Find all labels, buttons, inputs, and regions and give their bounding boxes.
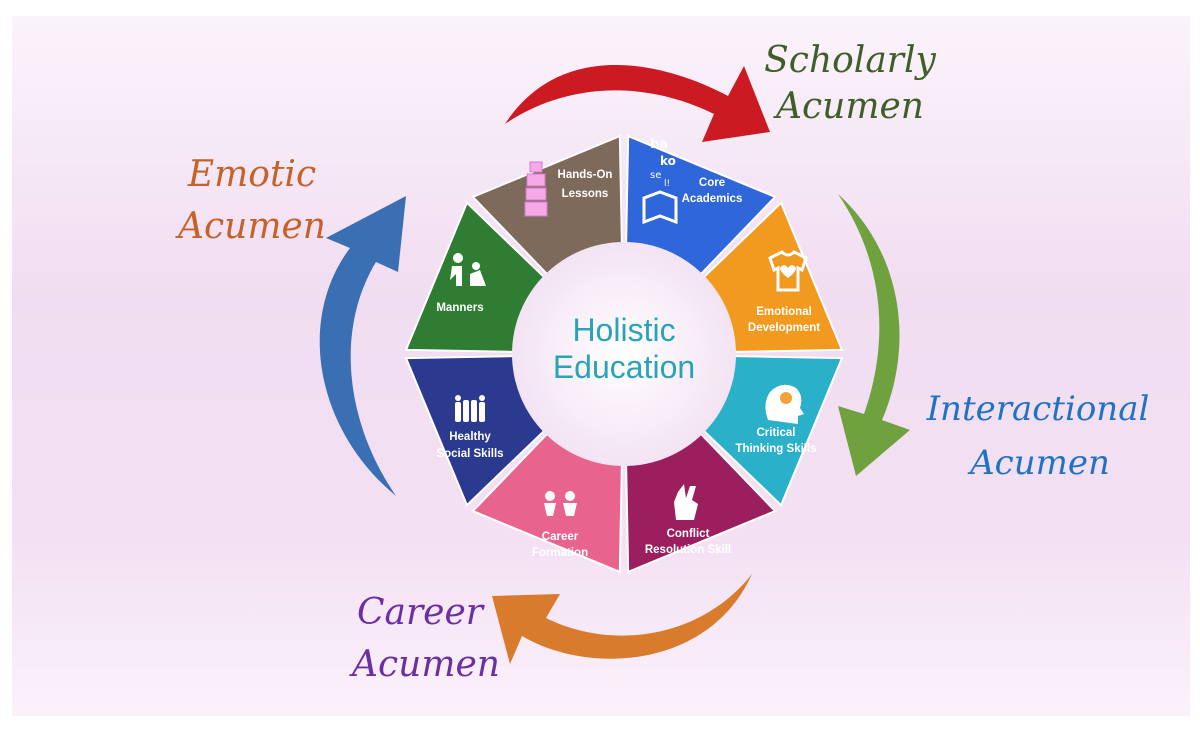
segment-label-line: Lessons xyxy=(562,188,609,200)
svg-text:se: se xyxy=(650,170,661,181)
group-people-icon xyxy=(455,395,485,422)
segment-ring xyxy=(404,134,844,574)
segment-label-line: Healthy xyxy=(449,431,491,443)
open-book-letters-icon: ba ko se l! xyxy=(642,137,678,225)
acumen-label-line: Emotic xyxy=(187,154,316,195)
arrow-right xyxy=(838,194,910,476)
label-career-acumen: Career Acumen xyxy=(349,592,500,685)
segment-label-line: Resolution Skill xyxy=(645,544,731,556)
arrow-bottom xyxy=(492,574,752,664)
arrow-top xyxy=(505,64,770,142)
segment-label-line: Hands-On xyxy=(558,169,613,181)
center-circle xyxy=(512,242,736,466)
center-title-line1: Holistic xyxy=(572,312,675,348)
diagram-canvas: Holistic Education Hands-On Lessons Core… xyxy=(12,16,1190,716)
segment-label-core-academics: Core Academics xyxy=(682,177,743,205)
head-brain-icon xyxy=(765,384,804,424)
bowing-people-icon xyxy=(450,253,486,286)
segment-label-manners: Manners xyxy=(436,302,483,314)
acumen-label-line: Interactional xyxy=(926,389,1150,429)
acumen-label-line: Scholarly xyxy=(764,40,936,81)
segment-label-line: Critical xyxy=(757,427,796,439)
segment-label-line: Manners xyxy=(436,302,483,314)
segment-label-critical: Critical Thinking Skills xyxy=(735,427,816,455)
segment-label-conflict: Conflict Resolution Skill xyxy=(645,528,731,556)
peace-hand-icon xyxy=(674,484,698,520)
segment-label-social: Healthy Social Skills xyxy=(436,431,503,460)
stacked-blocks-icon xyxy=(524,161,548,217)
holistic-education-diagram: Holistic Education Hands-On Lessons Core… xyxy=(175,40,1150,685)
acumen-label-line: Career xyxy=(357,592,485,633)
arrow-left xyxy=(319,196,406,496)
segment-label-line: Emotional xyxy=(756,306,812,318)
segment-label-hands-on: Hands-On Lessons xyxy=(558,169,613,200)
label-scholarly-acumen: Scholarly Acumen xyxy=(764,40,936,127)
svg-text:l!: l! xyxy=(664,179,670,189)
svg-text:ba: ba xyxy=(650,137,668,152)
acumen-label-line: Acumen xyxy=(349,644,500,685)
segment-label-line: Conflict xyxy=(667,528,710,540)
center-title-line2: Education xyxy=(553,349,695,385)
label-interactional-acumen: Interactional Acumen xyxy=(926,389,1150,483)
acumen-label-line: Acumen xyxy=(967,443,1110,483)
segment-label-line: Social Skills xyxy=(436,448,503,460)
two-kids-icon xyxy=(544,491,577,516)
segment-label-emotional: Emotional Development xyxy=(748,306,820,334)
label-emotic-acumen: Emotic Acumen xyxy=(175,154,326,247)
svg-text:ko: ko xyxy=(660,154,676,168)
acumen-label-line: Acumen xyxy=(773,86,924,127)
acumen-label-line: Acumen xyxy=(175,206,326,247)
segment-label-line: Academics xyxy=(682,193,743,205)
segment-label-line: Core xyxy=(699,177,725,189)
segment-label-line: Formation xyxy=(532,547,588,559)
segment-label-line: Thinking Skills xyxy=(735,443,816,455)
segment-label-career: Career Formation xyxy=(532,531,588,559)
tshirt-heart-icon xyxy=(768,250,808,292)
segment-label-line: Development xyxy=(748,322,820,334)
segment-label-line: Career xyxy=(542,531,579,543)
